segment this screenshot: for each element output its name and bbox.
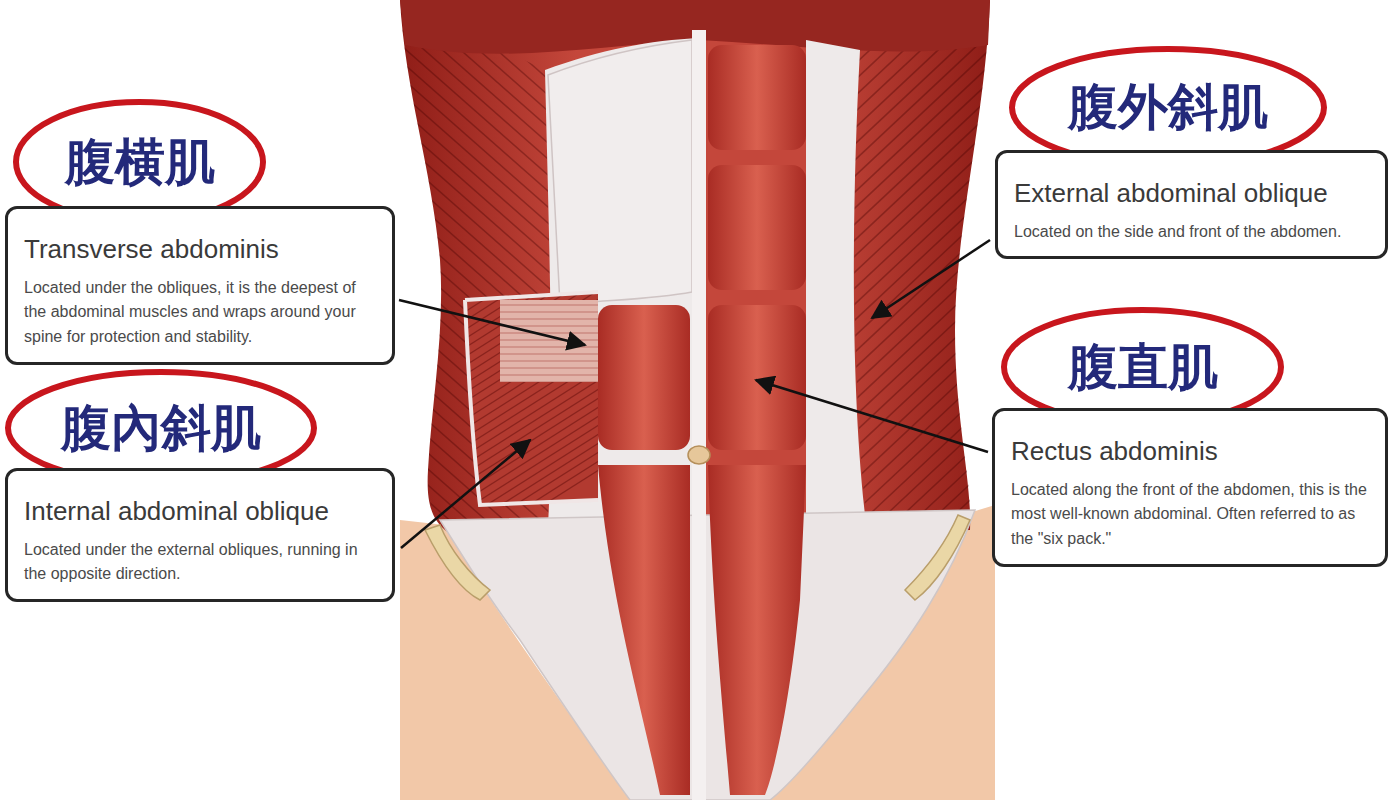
heading-text: External abdominal oblique (1014, 177, 1371, 210)
leader-arrow (756, 380, 988, 452)
muscle-fiber (500, 304, 598, 305)
muscle-fiber (840, 152, 1000, 302)
right-sheath (806, 40, 865, 515)
muscle-fiber (840, 40, 1000, 190)
muscle-fiber (500, 332, 598, 333)
muscle-fiber (395, 136, 565, 286)
muscle-fiber (455, 376, 605, 471)
rectus-segment (708, 465, 806, 795)
ellipse-outline (16, 102, 263, 222)
body-text: Located on the side and front of the abd… (1014, 220, 1371, 245)
callout-box: External abdominal obliqueLocated on the… (995, 150, 1388, 259)
muscle-fiber (840, 184, 1000, 334)
muscle-fiber (840, 312, 1000, 462)
muscle-fiber (840, 168, 1000, 318)
ellipse-outline (1004, 310, 1281, 424)
navel (688, 446, 710, 464)
muscle-fiber (500, 381, 598, 382)
muscle-fiber (840, 88, 1000, 238)
muscle-fiber (395, 104, 565, 254)
ellipse-outline (1012, 49, 1324, 166)
muscle-fiber (840, 200, 1000, 350)
rectus-segment (708, 45, 806, 150)
muscle-fiber (395, 72, 565, 222)
muscle-fiber (455, 340, 605, 435)
rectus-segment (598, 305, 690, 450)
muscle-fiber (500, 374, 598, 375)
muscle-fiber (500, 367, 598, 368)
muscle-fiber (840, 296, 1000, 446)
muscle-fiber (455, 295, 605, 390)
muscle-fiber (840, 376, 1000, 526)
muscle-fiber (840, 248, 1000, 398)
muscle-fiber (395, 120, 565, 270)
muscle-fiber (395, 56, 565, 206)
heading-text: Transverse abdominis (24, 233, 378, 266)
rectus-segment (708, 165, 806, 290)
linea-alba (692, 30, 706, 800)
muscle-fiber (840, 328, 1000, 478)
callout-box: Rectus abdominisLocated along the front … (992, 408, 1388, 567)
muscle-fiber (840, 216, 1000, 366)
callout-box: Internal abdominal obliqueLocated under … (5, 468, 395, 602)
body-text: Located under the external obliques, run… (24, 538, 378, 588)
muscle-fiber (840, 344, 1000, 494)
muscle-fiber (500, 353, 598, 354)
muscle-fiber (840, 72, 1000, 222)
muscle-fiber (500, 325, 598, 326)
rectus-segment (708, 305, 806, 450)
muscle-fiber (840, 280, 1000, 430)
heading-text: Rectus abdominis (1011, 435, 1371, 468)
muscle-fiber (840, 104, 1000, 254)
muscle-fiber (840, 120, 1000, 270)
leader-arrow (399, 300, 585, 345)
muscle-fiber (500, 311, 598, 312)
transverse-abdominis (500, 300, 598, 382)
callout-box: Transverse abdominisLocated under the ob… (5, 206, 395, 365)
muscle-fiber (840, 360, 1000, 510)
muscle-fiber (500, 318, 598, 319)
cut-edge (465, 292, 598, 505)
body-text: Located under the obliques, it is the de… (24, 276, 378, 350)
heading-text: 腹外斜肌 (1068, 80, 1268, 135)
leader-arrow (401, 440, 530, 548)
sheath-flap (548, 40, 692, 305)
muscle-fiber (840, 232, 1000, 382)
lower-aponeurosis (440, 510, 975, 800)
heading-text: 腹直肌 (1068, 340, 1218, 395)
body-text: Located along the front of the abdomen, … (1011, 478, 1371, 552)
leader-arrow (872, 240, 990, 318)
muscle-fiber (500, 339, 598, 340)
internal-oblique-fibers (455, 205, 605, 561)
heading-text: Internal abdominal oblique (24, 495, 378, 528)
rectus-segment (598, 465, 690, 795)
iliac-crest (425, 525, 490, 600)
muscle-fiber (395, 40, 565, 190)
muscle-fiber (500, 360, 598, 361)
muscle-fiber (395, 152, 565, 302)
muscle-fiber (840, 56, 1000, 206)
muscle-fiber (455, 205, 605, 300)
iliac-crest (905, 515, 970, 600)
heading-text: 腹內斜肌 (61, 401, 261, 456)
muscle-fiber (395, 88, 565, 238)
muscle-fiber (500, 346, 598, 347)
heading-text: 腹横肌 (65, 135, 215, 190)
muscle-fiber (840, 136, 1000, 286)
